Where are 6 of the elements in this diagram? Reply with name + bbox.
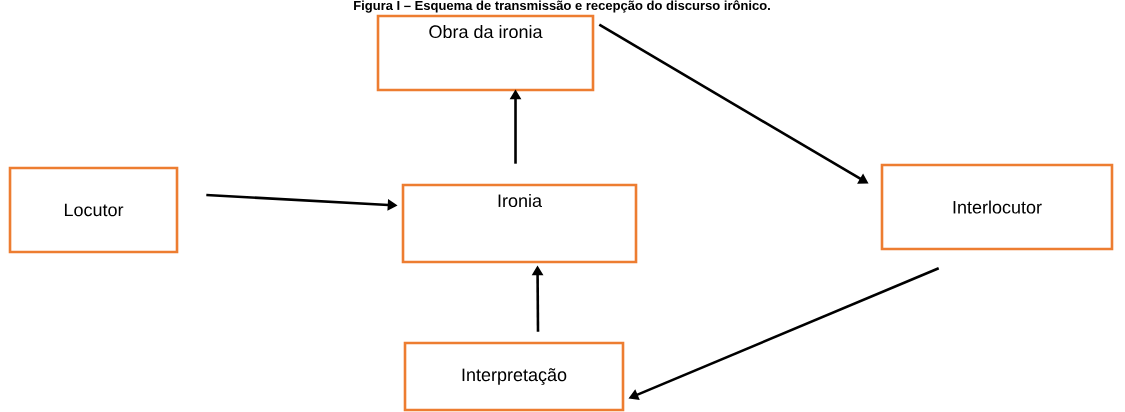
process-box: Ironia (401, 183, 638, 264)
figure-title: Figura I – Esquema de transmissão e recepção do discurso irônico. (354, 0, 770, 13)
process-box: Interpretação (403, 341, 625, 412)
process-box: Locutor (8, 166, 179, 254)
process-box: Obra da ironia (376, 14, 595, 92)
process-box: Interlocutor (880, 163, 1114, 251)
